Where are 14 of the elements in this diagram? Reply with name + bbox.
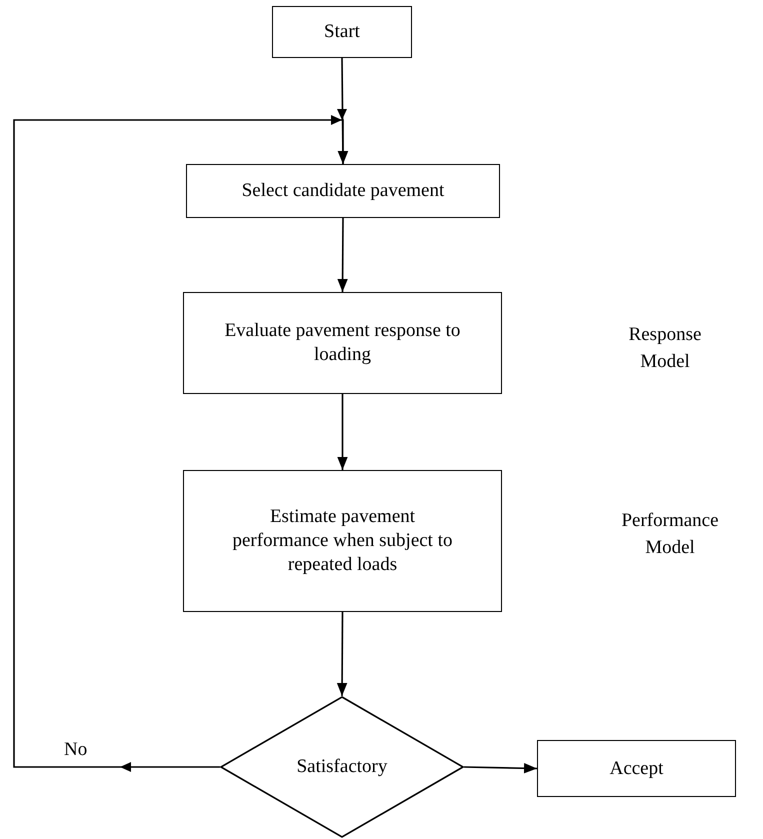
process-box: [537, 740, 736, 797]
model-label: Performance Model: [620, 509, 720, 560]
process-box: [272, 6, 412, 58]
node-text: Satisfactory: [296, 755, 388, 779]
node-text: Estimate pavement performance when subject to repeated loads: [232, 505, 454, 577]
process-box: [186, 164, 500, 218]
node-text: Accept: [608, 756, 664, 780]
node-text: Start: [323, 20, 361, 44]
model-label: Response Model: [628, 323, 702, 374]
process-box: [183, 470, 502, 612]
process-box: [183, 292, 502, 394]
node-text: Evaluate pavement response to loading: [224, 319, 462, 367]
decision-diamond: [220, 696, 464, 838]
node-text: Select candidate pavement: [240, 179, 446, 203]
